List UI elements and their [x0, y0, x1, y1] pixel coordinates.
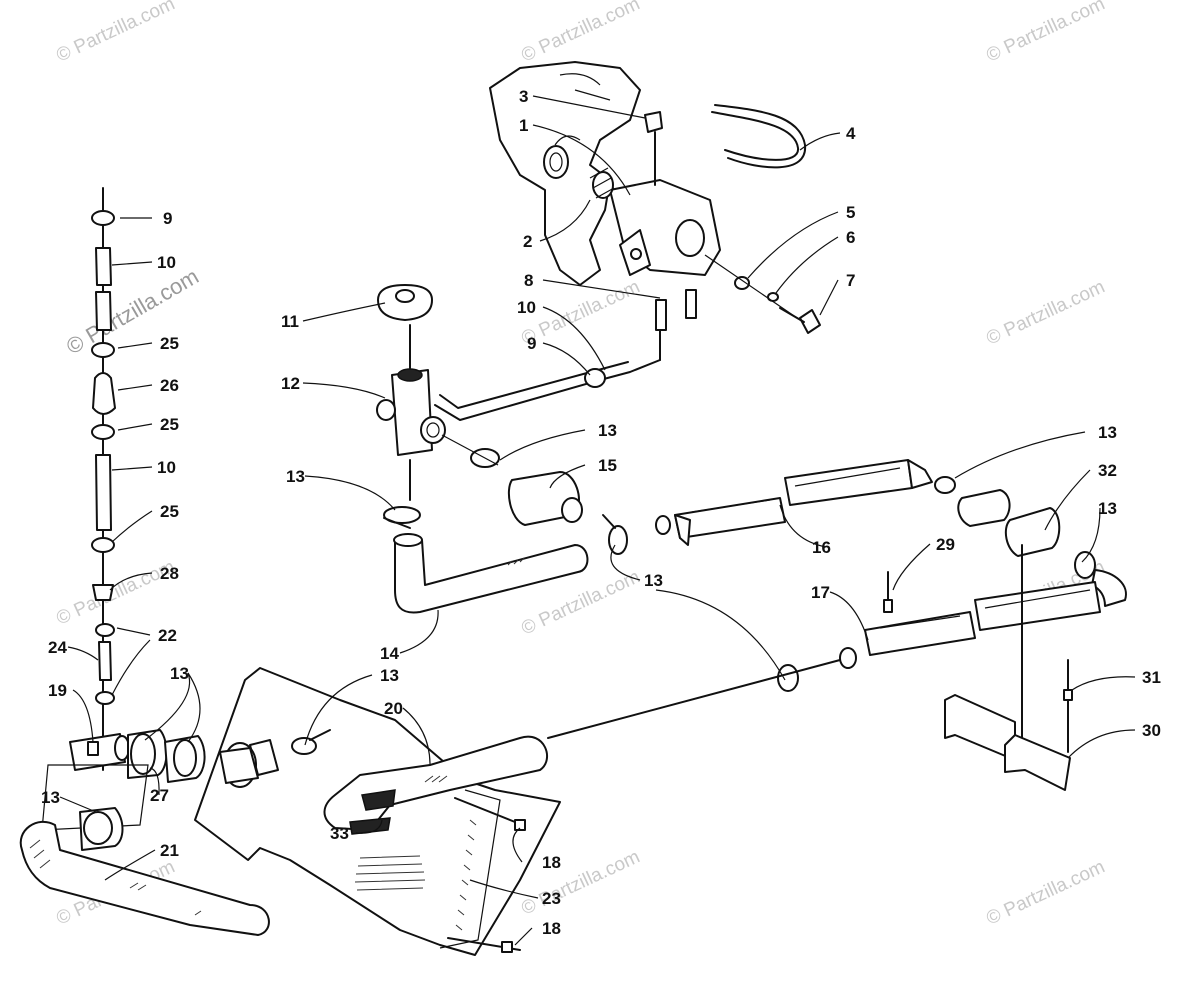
watermark: © Partzilla.com — [518, 846, 643, 919]
filler-neck-assembly — [376, 284, 661, 614]
leader-lines — [59, 95, 1136, 946]
callout-14: 14 — [380, 644, 399, 663]
callout-24: 24 — [48, 638, 67, 657]
callout-18: 18 — [542, 853, 561, 872]
callout-9: 9 — [163, 209, 172, 228]
callout-9: 9 — [527, 334, 536, 353]
callout-13: 13 — [598, 421, 617, 440]
callout-22: 22 — [158, 626, 177, 645]
callout-10: 10 — [157, 253, 176, 272]
watermark: © Partzilla.com — [518, 276, 643, 349]
callout-19: 19 — [48, 681, 67, 700]
callout-13: 13 — [380, 666, 399, 685]
watermark: © Partzilla.com — [983, 856, 1108, 929]
callout-25: 25 — [160, 334, 179, 353]
engine-block-assembly — [489, 61, 821, 361]
callout-8: 8 — [524, 271, 533, 290]
callout-26: 26 — [160, 376, 179, 395]
callout-21: 21 — [160, 841, 179, 860]
callout-17: 17 — [811, 583, 830, 602]
watermark-prominent: © Partzilla.com — [62, 264, 203, 360]
callout-4: 4 — [846, 124, 856, 143]
heat-exchanger-assembly — [547, 459, 1127, 791]
callout-18: 18 — [542, 919, 561, 938]
callout-31: 31 — [1142, 668, 1161, 687]
callout-2: 2 — [523, 232, 532, 251]
callout-12: 12 — [281, 374, 300, 393]
callout-1: 1 — [519, 116, 528, 135]
callout-6: 6 — [846, 228, 855, 247]
callout-16: 16 — [812, 538, 831, 557]
callout-25: 25 — [160, 415, 179, 434]
callout-25: 25 — [160, 502, 179, 521]
callout-20: 20 — [384, 699, 403, 718]
callout-33: 33 — [330, 824, 349, 843]
callout-27: 27 — [150, 786, 169, 805]
watermark: © Partzilla.com — [518, 0, 643, 67]
callout-15: 15 — [598, 456, 617, 475]
watermark: © Partzilla.com — [53, 0, 178, 67]
callout-13: 13 — [286, 467, 305, 486]
watermark: © Partzilla.com — [983, 0, 1108, 67]
callout-11: 11 — [281, 312, 299, 331]
callout-3: 3 — [519, 87, 528, 106]
callout-32: 32 — [1098, 461, 1117, 480]
callout-13: 13 — [644, 571, 663, 590]
callout-7: 7 — [846, 271, 855, 290]
callout-23: 23 — [542, 889, 561, 908]
callout-13: 13 — [1098, 423, 1117, 442]
callout-29: 29 — [936, 535, 955, 554]
callout-13: 13 — [1098, 499, 1117, 518]
callout-13: 13 — [170, 664, 189, 683]
left-hose-stack — [91, 187, 116, 771]
callout-numbers: 1 2 3 4 5 6 7 8 9 9 10 10 10 11 12 13 13… — [41, 87, 1161, 938]
callout-10: 10 — [517, 298, 536, 317]
callout-30: 30 — [1142, 721, 1161, 740]
callout-28: 28 — [160, 564, 179, 583]
callout-5: 5 — [846, 203, 855, 222]
watermark: © Partzilla.com — [983, 276, 1108, 349]
callout-13: 13 — [41, 788, 60, 807]
lower-shroud-assembly — [19, 667, 561, 956]
callout-10: 10 — [157, 458, 176, 477]
